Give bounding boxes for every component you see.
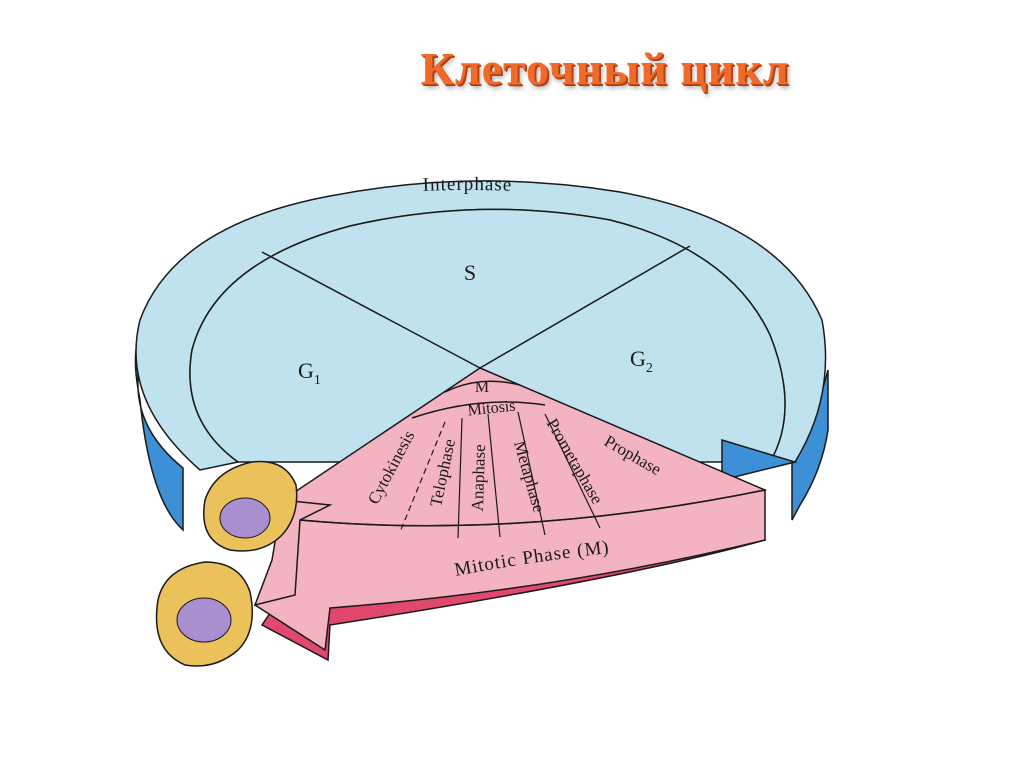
interphase-label: Interphase [422,174,512,196]
m-label: M [475,379,489,396]
stage-line-3 [487,413,501,538]
mitotic-arrowhead [253,499,333,607]
g2-label: G2 [630,346,653,376]
slide-title: Клеточный цикл [420,43,790,94]
m-arc [444,380,521,393]
inner-disk [189,208,786,463]
daughter-cell-upper [203,460,298,552]
mitosis-arc [411,401,546,419]
stage-line-2 [457,417,463,539]
stage-line-4 [517,411,546,536]
divider-s-g2 [479,245,691,369]
divider-g1-s [261,251,481,369]
stage-anaphase: Anaphase [468,444,489,512]
mitosis-label: Mitosis [467,398,517,420]
stage-line-5 [544,413,601,529]
s-phase-label: S [464,260,476,285]
interphase-arrow-notch [721,438,798,481]
daughter-cell-lower [155,561,253,667]
g1-label: G1 [298,358,321,388]
mitotic-outer-arc [299,489,766,527]
